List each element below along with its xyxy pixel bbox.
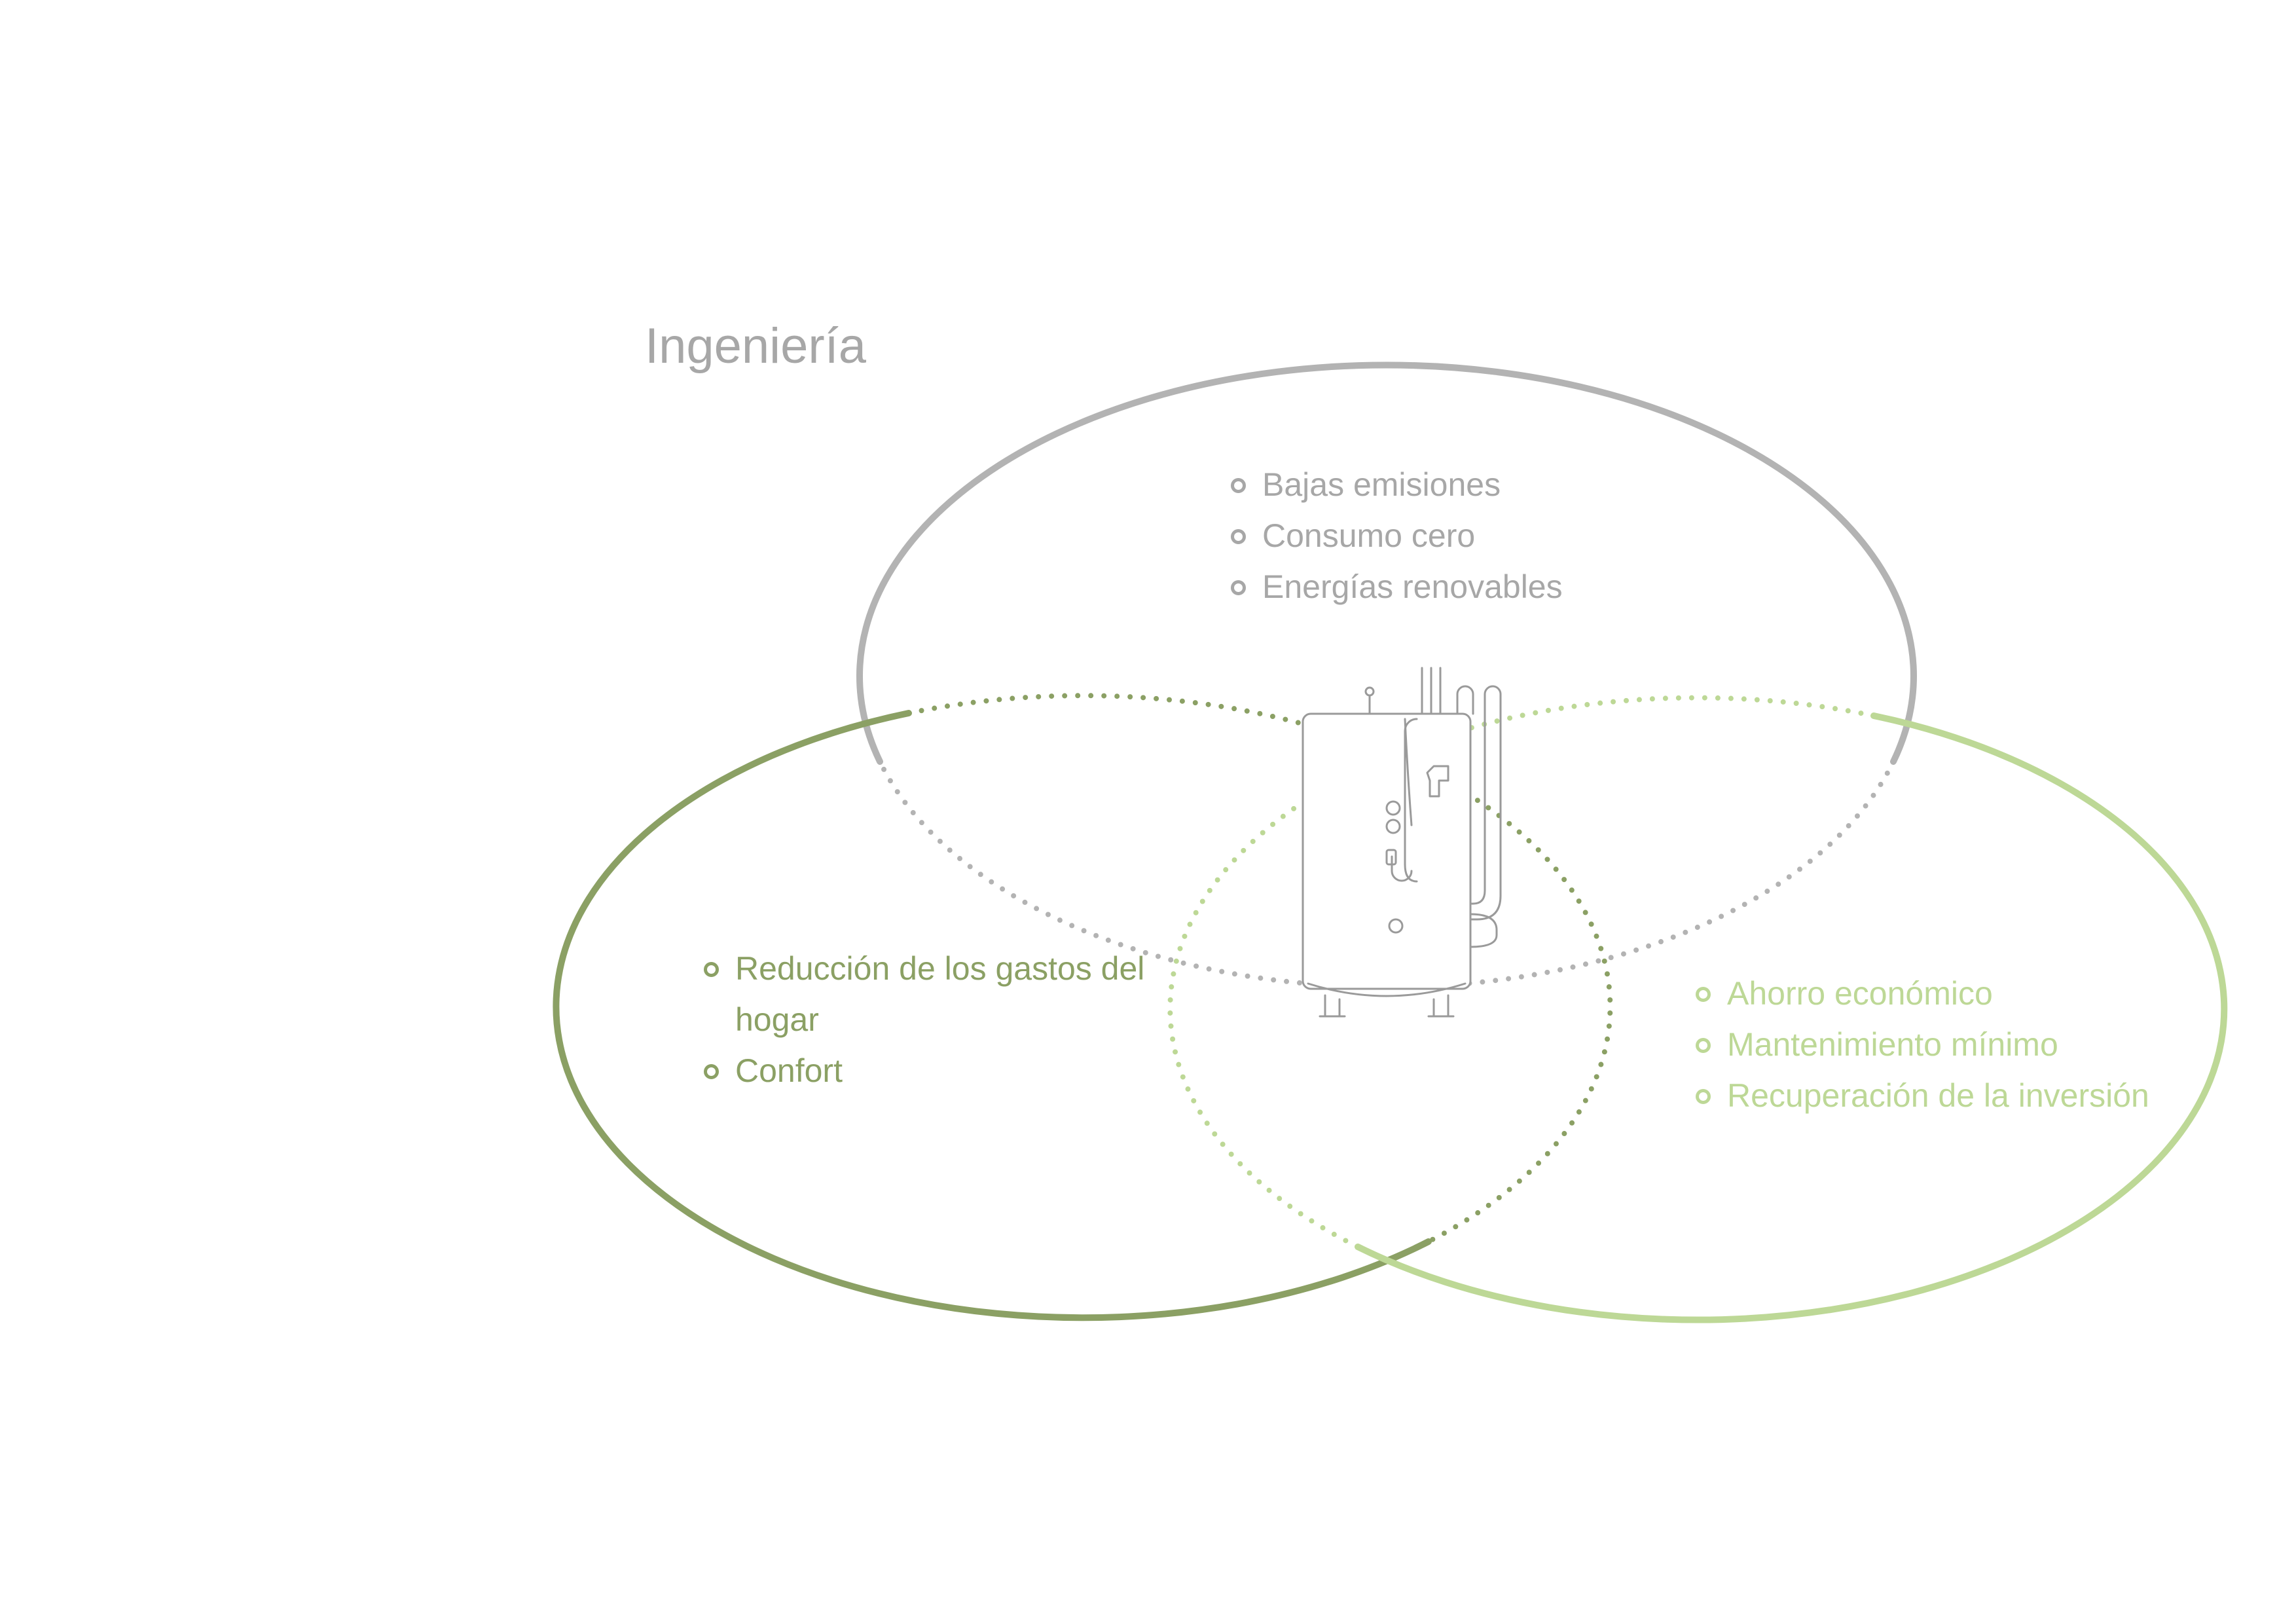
list-item-label: Confort <box>735 1052 843 1089</box>
bullet-icon <box>1231 580 1246 595</box>
set-ingenieria <box>856 361 1917 990</box>
set-economia-items: Ahorro económico Mantenimiento mínimo Re… <box>1696 968 2154 1121</box>
list-item-label: Recuperación de la inversión <box>1727 1077 2149 1114</box>
bullet-icon <box>1231 478 1246 493</box>
bullet-icon <box>1696 1038 1711 1053</box>
set-ingenieria-title: Ingeniería <box>645 318 867 374</box>
list-item-label: Energías renovables <box>1262 568 1563 605</box>
list-item: Consumo cero <box>1231 510 1689 561</box>
set-ingenieria-outline-dotted <box>877 759 1896 990</box>
list-item: Bajas emisiones <box>1231 459 1689 510</box>
set-usuario-items: Reducción de los gastos del hogar Confor… <box>704 943 1149 1096</box>
set-usuario-outline-solid <box>553 710 1432 1321</box>
set-ingenieria-items: Bajas emisiones Consumo cero Energías re… <box>1231 459 1689 612</box>
set-usuario <box>553 693 1613 1321</box>
list-item-label: Bajas emisiones <box>1262 466 1501 503</box>
bullet-icon <box>1231 529 1246 544</box>
set-economia <box>1167 695 2228 1323</box>
list-item: Confort <box>704 1045 1149 1096</box>
bullet-icon <box>1696 1089 1711 1104</box>
list-item: Energías renovables <box>1231 561 1689 612</box>
list-item: Ahorro económico <box>1696 968 2154 1019</box>
bullet-icon <box>1696 987 1711 1002</box>
water-heater-icon <box>1302 667 1502 1018</box>
set-ingenieria-outline-solid <box>856 361 1917 765</box>
bullet-icon <box>704 1064 719 1079</box>
bullet-icon <box>704 962 719 977</box>
list-item: Mantenimiento mínimo <box>1696 1019 2154 1070</box>
list-item-label: Reducción de los gastos del hogar <box>735 950 1145 1038</box>
list-item: Reducción de los gastos del hogar <box>704 943 1149 1045</box>
list-item-label: Consumo cero <box>1262 517 1476 554</box>
set-usuario-outline-dotted <box>906 693 1613 1244</box>
list-item-label: Mantenimiento mínimo <box>1727 1026 2058 1063</box>
list-item: Recuperación de la inversión <box>1696 1070 2154 1121</box>
set-economia-outline-solid <box>1355 712 2228 1323</box>
list-item-label: Ahorro económico <box>1727 975 1993 1012</box>
